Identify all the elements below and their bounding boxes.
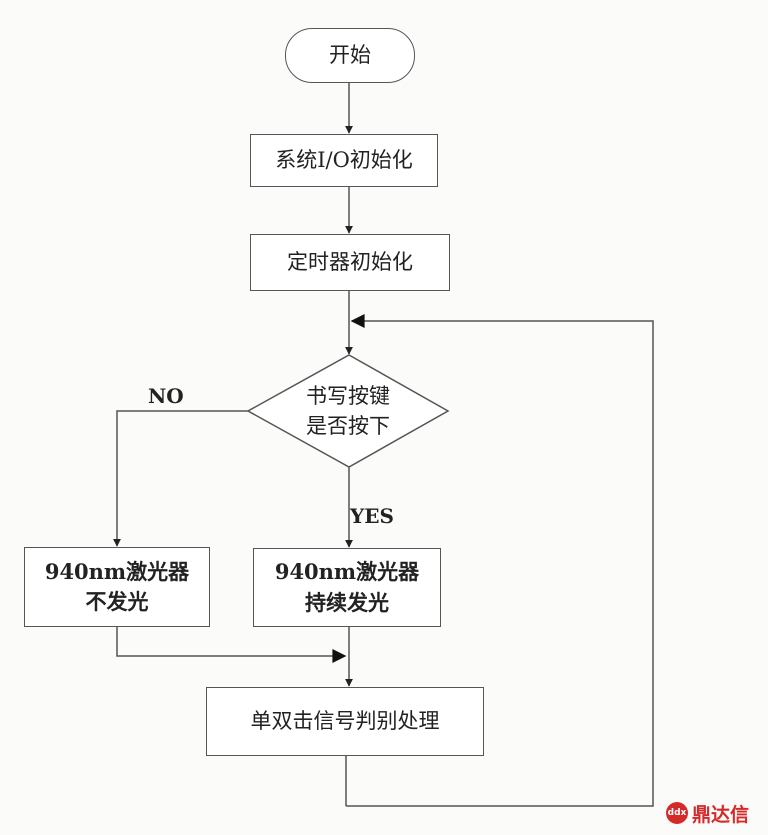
watermark-logo-icon: ddx <box>666 802 688 824</box>
io-init-label: 系统I/O初始化 <box>275 148 413 173</box>
edge-no-branch <box>113 410 248 547</box>
edge-loop-back <box>346 314 654 807</box>
laser-off-node: 940nm激光器 不发光 <box>24 547 210 627</box>
watermark: ddx 鼎达信 <box>666 799 749 827</box>
io-init-node: 系统I/O初始化 <box>250 134 438 187</box>
decision-diamond <box>246 354 450 468</box>
timer-init-node: 定时器初始化 <box>250 234 450 291</box>
edge-laser-off-to-join <box>116 626 347 663</box>
start-label: 开始 <box>329 43 371 68</box>
watermark-text: 鼎达信 <box>692 803 750 826</box>
start-node: 开始 <box>285 28 415 83</box>
no-label: NO <box>148 384 184 408</box>
laser-off-label: 940nm激光器 不发光 <box>44 558 190 614</box>
laser-on-node: 940nm激光器 持续发光 <box>253 548 441 627</box>
laser-on-label: 940nm激光器 持续发光 <box>274 559 420 615</box>
decision-label: 书写按键 是否按下 <box>306 383 390 438</box>
timer-init-label: 定时器初始化 <box>287 250 413 275</box>
process-label: 单双击信号判别处理 <box>250 709 440 734</box>
process-node: 单双击信号判别处理 <box>206 687 484 756</box>
yes-label: YES <box>350 504 394 528</box>
